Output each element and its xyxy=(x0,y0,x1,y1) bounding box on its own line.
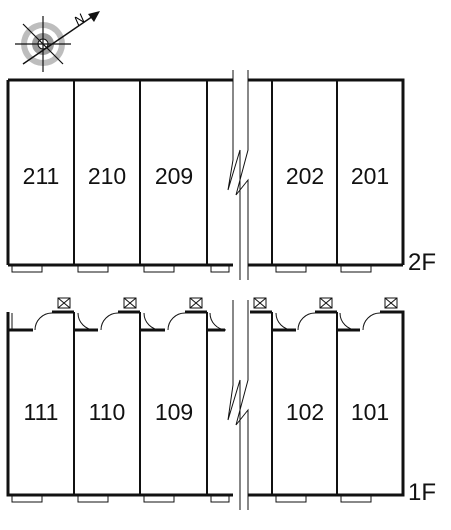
floor-label-2f: 2F xyxy=(408,249,436,276)
compass-north-label: N xyxy=(71,10,88,28)
room-110: 110 xyxy=(89,399,126,425)
room-202: 202 xyxy=(286,163,324,189)
room-209: 209 xyxy=(155,163,193,189)
room-102: 102 xyxy=(286,399,324,425)
room-201: 201 xyxy=(351,163,389,189)
room-111: 111 xyxy=(24,399,59,425)
floor-label-1f: 1F xyxy=(408,479,436,506)
floor-1f xyxy=(6,297,405,510)
room-211: 211 xyxy=(23,163,60,189)
room-210: 210 xyxy=(88,163,126,189)
floor-2f xyxy=(6,70,405,280)
compass-rose-icon: N xyxy=(15,10,100,72)
room-109: 109 xyxy=(155,399,193,425)
room-101: 101 xyxy=(351,399,389,425)
